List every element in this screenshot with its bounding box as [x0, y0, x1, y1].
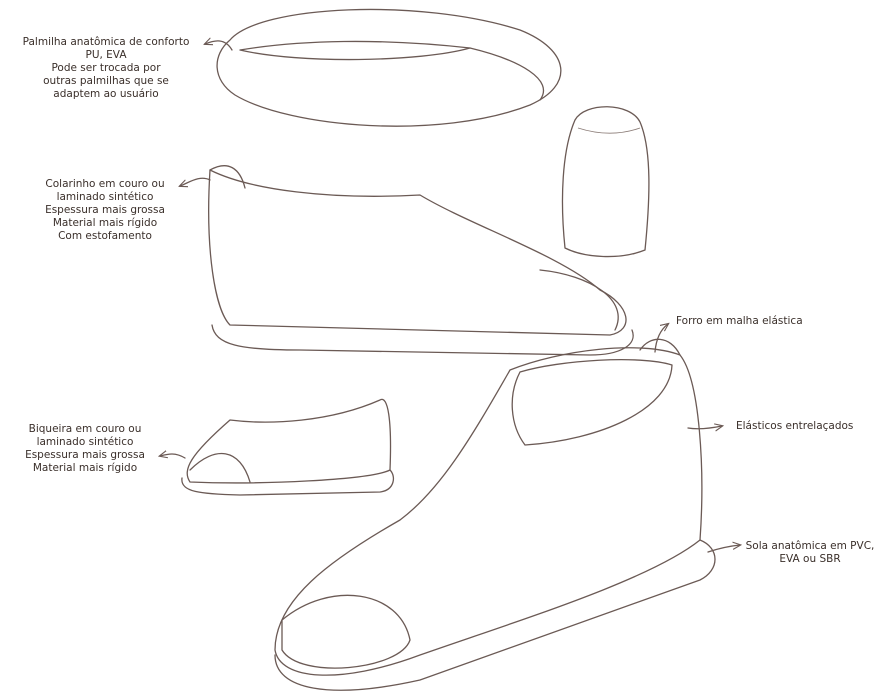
label-toecap-line: Material mais rígido [10, 462, 160, 475]
label-collar-line: Espessura mais grossa [30, 204, 180, 217]
label-elastics-line: Elásticos entrelaçados [736, 420, 853, 433]
label-collar: Colarinho em couro ou laminado sintético… [30, 178, 180, 243]
label-sole-line: EVA ou SBR [740, 553, 880, 566]
arrow-collar [180, 178, 210, 186]
label-toecap: Biqueira em couro ou laminado sintético … [10, 423, 160, 475]
label-lining-line: Forro em malha elástica [676, 315, 803, 328]
label-toecap-line: Espessura mais grossa [10, 449, 160, 462]
label-collar-line: Com estofamento [30, 230, 180, 243]
label-insole-line: adaptem ao usuário [12, 88, 200, 101]
label-sole-line: Sola anatômica em PVC, [740, 540, 880, 553]
arrow-sole [708, 545, 740, 552]
arrow-toecap [160, 454, 185, 458]
label-insole-line: outras palmilhas que se [12, 75, 200, 88]
shoe-perspective-view [275, 339, 715, 690]
label-insole-line: PU, EVA [12, 49, 200, 62]
label-collar-line: Material mais rígido [30, 217, 180, 230]
label-toecap-line: laminado sintético [10, 436, 160, 449]
shoe-small-side-view [182, 399, 394, 495]
shoe-side-view [209, 166, 633, 355]
label-elastics: Elásticos entrelaçados [736, 420, 853, 433]
shoe-back-view [562, 107, 648, 257]
label-lining: Forro em malha elástica [676, 315, 803, 328]
label-insole-line: Palmilha anatômica de conforto [12, 36, 200, 49]
arrow-elastics [688, 426, 722, 429]
label-collar-line: Colarinho em couro ou [30, 178, 180, 191]
label-insole: Palmilha anatômica de conforto PU, EVA P… [12, 36, 200, 101]
label-insole-line: Pode ser trocada por [12, 62, 200, 75]
label-sole: Sola anatômica em PVC, EVA ou SBR [740, 540, 880, 566]
label-collar-line: laminado sintético [30, 191, 180, 204]
shoe-top-view [217, 9, 561, 126]
label-toecap-line: Biqueira em couro ou [10, 423, 160, 436]
arrow-lining [655, 324, 668, 352]
